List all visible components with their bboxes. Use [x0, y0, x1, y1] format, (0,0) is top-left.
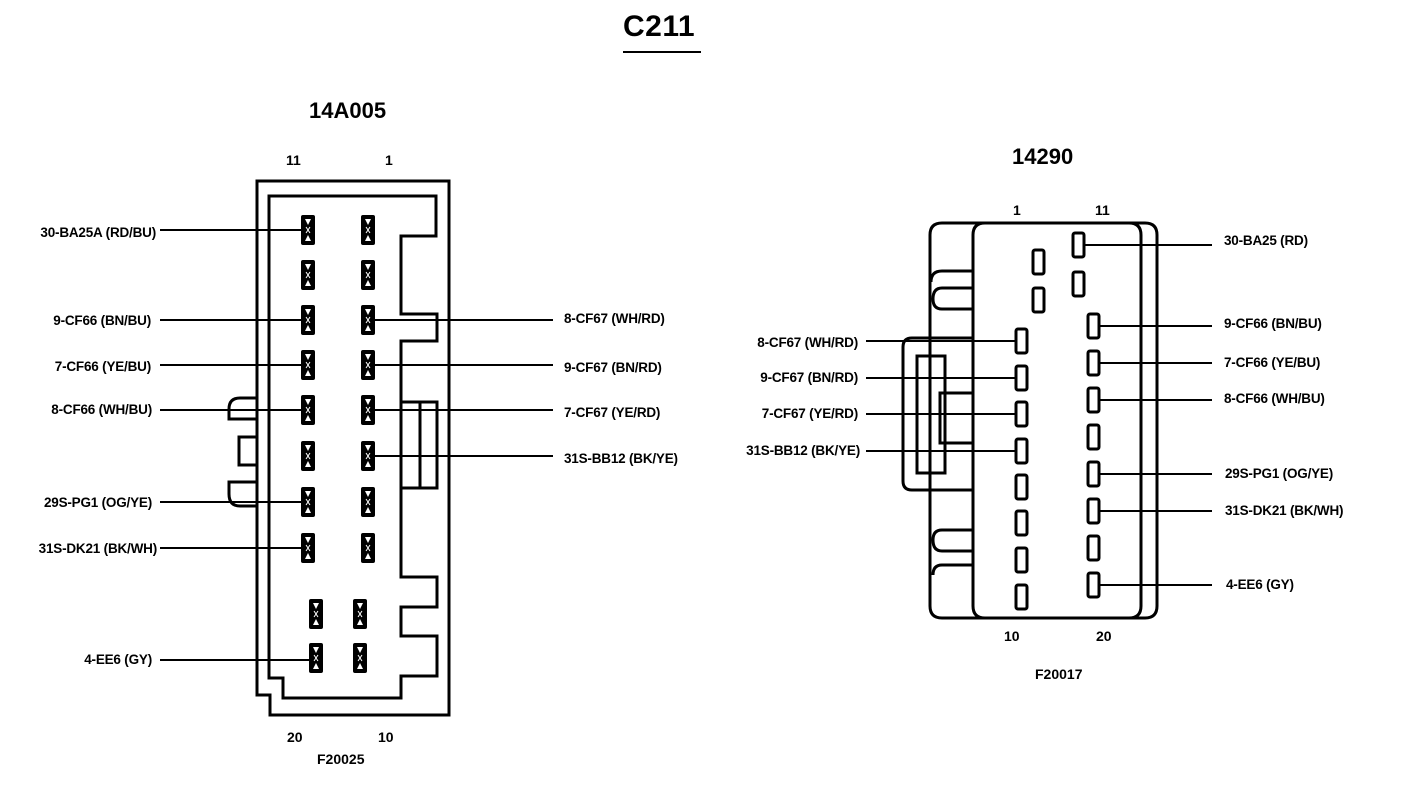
- terminal-pin: [309, 643, 323, 673]
- terminal-pin: [1086, 312, 1101, 340]
- right-connector-wire-label: 30-BA25 (RD): [1224, 233, 1308, 248]
- left-connector-tab: [237, 435, 259, 467]
- terminal-pin: [301, 260, 315, 290]
- left-connector-wire-label: 9-CF67 (BN/RD): [564, 360, 662, 375]
- right-connector-wire-label: 9-CF67 (BN/RD): [760, 370, 858, 385]
- terminal-pin: [1086, 460, 1101, 488]
- title-underline: [623, 51, 701, 53]
- terminal-pin: [1086, 534, 1101, 562]
- terminal-pin: [361, 260, 375, 290]
- left-connector-wire-label: 9-CF66 (BN/BU): [53, 313, 151, 328]
- left-pin-label-bottom-right: 10: [378, 729, 394, 745]
- left-connector-wire-label: 7-CF67 (YE/RD): [564, 405, 661, 420]
- right-connector-wire-label: 31S-BB12 (BK/YE): [746, 443, 860, 458]
- right-connector-wire-label: 31S-DK21 (BK/WH): [1225, 503, 1344, 518]
- left-connector-pins: [301, 215, 375, 673]
- terminal-pin: [301, 533, 315, 563]
- right-connector-rib: [931, 528, 973, 553]
- left-connector-wire-label: 31S-DK21 (BK/WH): [38, 541, 158, 556]
- terminal-pin: [361, 395, 375, 425]
- right-pin-label-top-left: 1: [1013, 202, 1021, 218]
- terminal-pin: [1014, 546, 1029, 574]
- left-connector-wire-label: 8-CF66 (WH/BU): [51, 402, 152, 417]
- terminal-pin: [301, 487, 315, 517]
- terminal-pin: [361, 487, 375, 517]
- terminal-pin: [301, 305, 315, 335]
- left-connector-latch: [227, 396, 257, 421]
- left-pin-label-top-left: 11: [286, 152, 301, 168]
- left-connector-outer-shell: [255, 179, 451, 717]
- terminal-pin: [1014, 364, 1029, 392]
- terminal-pin: [1031, 286, 1046, 314]
- right-connector-wire-label: 4-EE6 (GY): [1226, 577, 1294, 592]
- terminal-pin: [301, 350, 315, 380]
- right-connector-wire-label: 7-CF67 (YE/RD): [761, 406, 858, 421]
- right-connector-part-number: 14290: [1012, 144, 1074, 169]
- terminal-pin: [1031, 248, 1046, 276]
- terminal-pin: [1086, 386, 1101, 414]
- left-connector-wire-label: 29S-PG1 (OG/YE): [43, 495, 152, 510]
- terminal-pin: [1014, 473, 1029, 501]
- terminal-pin: [1071, 270, 1086, 298]
- left-pin-label-bottom-left: 20: [287, 729, 303, 745]
- right-connector-pins: [1014, 231, 1101, 611]
- right-connector-wire-label: 29S-PG1 (OG/YE): [1225, 466, 1334, 481]
- terminal-pin: [1086, 423, 1101, 451]
- left-pin-label-top-right: 1: [385, 152, 393, 168]
- terminal-pin: [361, 215, 375, 245]
- left-connector-part-number: 14A005: [309, 98, 387, 123]
- right-connector-wire-label: 9-CF66 (BN/BU): [1224, 316, 1322, 331]
- right-connector-rib: [929, 269, 973, 283]
- diagram-title: C211: [623, 10, 696, 43]
- right-connector-rib: [931, 286, 973, 311]
- left-connector-wire-label: 30-BA25A (RD/BU): [40, 225, 156, 240]
- terminal-pin: [1071, 231, 1086, 259]
- terminal-pin: [1086, 497, 1101, 525]
- right-pin-label-top-right: 11: [1095, 202, 1110, 218]
- left-connector-wire-label: 31S-BB12 (BK/YE): [564, 451, 678, 466]
- terminal-pin: [1086, 571, 1101, 599]
- terminal-pin: [1014, 327, 1029, 355]
- terminal-pin: [1014, 437, 1029, 465]
- right-figure-code: F20017: [1035, 666, 1083, 682]
- terminal-pin: [353, 599, 367, 629]
- right-pin-label-bottom-left: 10: [1004, 628, 1020, 644]
- right-connector-lock-tab: [938, 391, 975, 445]
- right-pin-label-bottom-right: 20: [1096, 628, 1112, 644]
- terminal-pin: [309, 599, 323, 629]
- terminal-pin: [361, 441, 375, 471]
- left-connector-wire-label: 4-EE6 (GY): [84, 652, 152, 667]
- left-figure-code: F20025: [317, 751, 365, 767]
- left-connector-wire-label: 7-CF66 (YE/BU): [54, 359, 151, 374]
- right-connector-wire-label: 8-CF67 (WH/RD): [757, 335, 858, 350]
- right-connector-outer-shell: [928, 221, 1159, 620]
- terminal-pin: [1014, 509, 1029, 537]
- left-connector-wire-label: 8-CF67 (WH/RD): [564, 311, 665, 326]
- wire-leaders: [160, 229, 1212, 661]
- terminal-pin: [301, 215, 315, 245]
- terminal-pin: [361, 305, 375, 335]
- terminal-pin: [361, 350, 375, 380]
- terminal-pin: [301, 441, 315, 471]
- left-connector-inner-cavity: [267, 194, 439, 700]
- right-connector-inner-body: [971, 221, 1143, 620]
- right-connector-rib: [931, 563, 973, 576]
- right-connector-wire-label: 7-CF66 (YE/BU): [1224, 355, 1321, 370]
- terminal-pin: [1086, 349, 1101, 377]
- terminal-pin: [353, 643, 367, 673]
- terminal-pin: [361, 533, 375, 563]
- right-connector-wire-label: 8-CF66 (WH/BU): [1224, 391, 1325, 406]
- terminal-pin: [1014, 400, 1029, 428]
- terminal-pin: [1014, 583, 1029, 611]
- terminal-pin: [301, 395, 315, 425]
